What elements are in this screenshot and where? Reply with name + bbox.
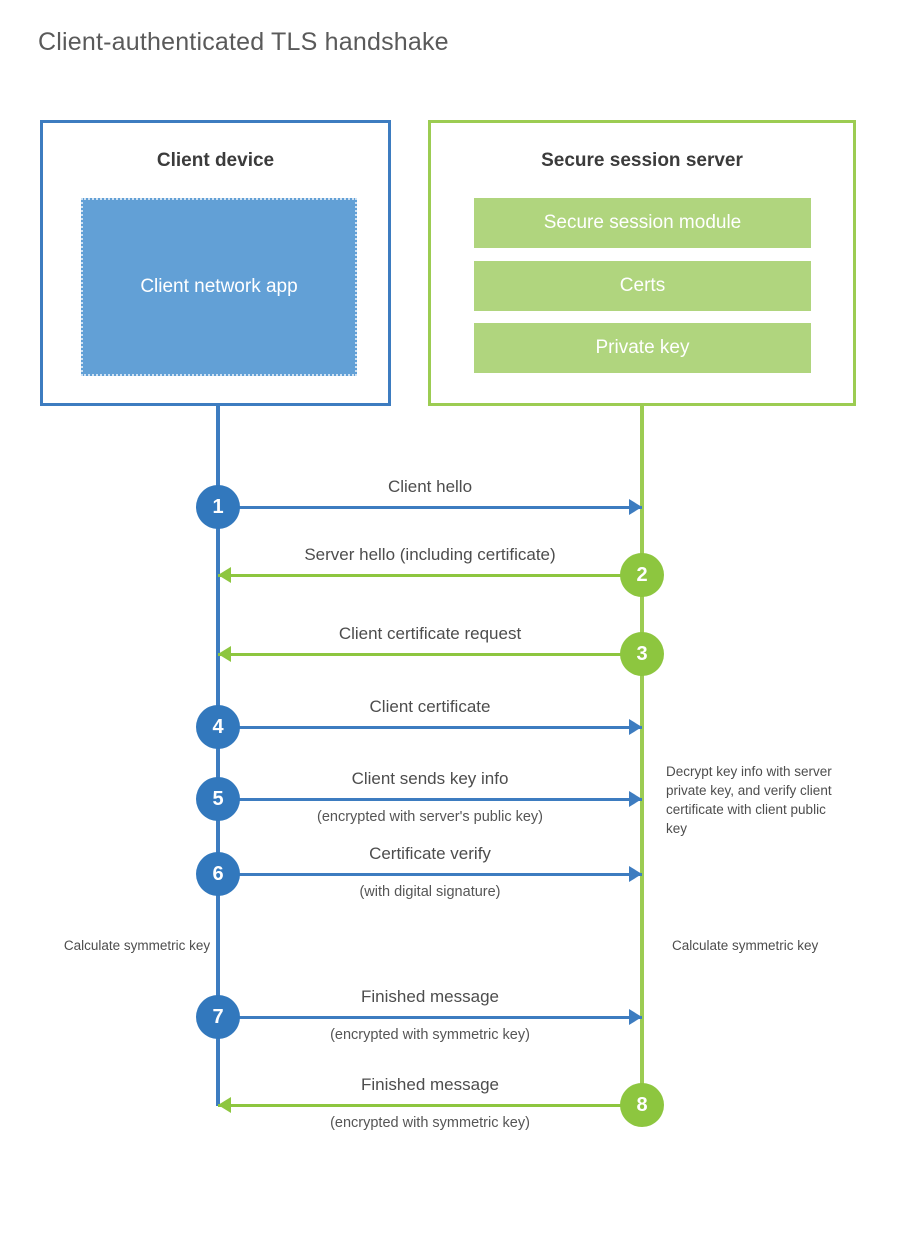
message-label-1: Client hello	[387, 477, 473, 496]
message-sublabel-6: (with digital signature)	[359, 884, 501, 900]
message-label-4: Client certificate	[369, 697, 491, 716]
step-circle-7[interactable]: 7	[196, 995, 240, 1039]
server-module-secure-session-module: Secure session module	[474, 198, 811, 248]
message-label-6: Certificate verify	[369, 844, 491, 863]
arrow-head-3-icon	[218, 646, 231, 662]
message-label-7: Finished message	[361, 987, 499, 1006]
arrow-head-6-icon	[629, 866, 642, 882]
step-circle-2[interactable]: 2	[620, 553, 664, 597]
message-sublabel-5: (encrypted with server's public key)	[317, 809, 543, 825]
secure-session-server-box: Secure session server Secure session mod…	[428, 120, 856, 406]
server-module-private-key: Private key	[474, 323, 811, 373]
server-module-certs: Certs	[474, 261, 811, 311]
message-arrow-5	[218, 798, 642, 801]
annotation-decrypt-key-info: Decrypt key info with server private key…	[666, 764, 832, 837]
step-circle-5[interactable]: 5	[196, 777, 240, 821]
client-lifeline	[216, 406, 220, 1106]
arrow-head-4-icon	[629, 719, 642, 735]
message-arrow-8	[218, 1104, 642, 1107]
arrow-head-5-icon	[629, 791, 642, 807]
message-sublabel-8: (encrypted with symmetric key)	[330, 1115, 530, 1131]
annotation-calculate-symmetric-key-client: Calculate symmetric key	[63, 938, 211, 953]
secure-session-server-title: Secure session server	[541, 150, 743, 171]
step-circle-3[interactable]: 3	[620, 632, 664, 676]
client-device-title: Client device	[156, 150, 275, 171]
message-label-8: Finished message	[361, 1075, 499, 1094]
step-circle-4[interactable]: 4	[196, 705, 240, 749]
message-arrow-2	[218, 574, 642, 577]
message-arrow-7	[218, 1016, 642, 1019]
step-circle-8[interactable]: 8	[620, 1083, 664, 1127]
step-circle-1[interactable]: 1	[196, 485, 240, 529]
arrow-head-2-icon	[218, 567, 231, 583]
client-network-app-block: Client network app	[81, 198, 357, 376]
arrow-head-1-icon	[629, 499, 642, 515]
message-arrow-6	[218, 873, 642, 876]
message-label-5: Client sends key info	[351, 769, 509, 788]
annotation-calculate-symmetric-key-server: Calculate symmetric key	[672, 938, 819, 953]
message-label-2: Server hello (including certificate)	[304, 545, 556, 564]
message-sublabel-7: (encrypted with symmetric key)	[330, 1027, 530, 1043]
arrow-head-8-icon	[218, 1097, 231, 1113]
message-arrow-1	[218, 506, 642, 509]
client-device-box: Client device Client network app	[40, 120, 391, 406]
page-title: Client-authenticated TLS handshake	[38, 28, 449, 56]
arrow-head-7-icon	[629, 1009, 642, 1025]
message-label-3: Client certificate request	[338, 624, 522, 643]
message-arrow-4	[218, 726, 642, 729]
step-circle-6[interactable]: 6	[196, 852, 240, 896]
message-arrow-3	[218, 653, 642, 656]
server-lifeline	[640, 406, 644, 1106]
